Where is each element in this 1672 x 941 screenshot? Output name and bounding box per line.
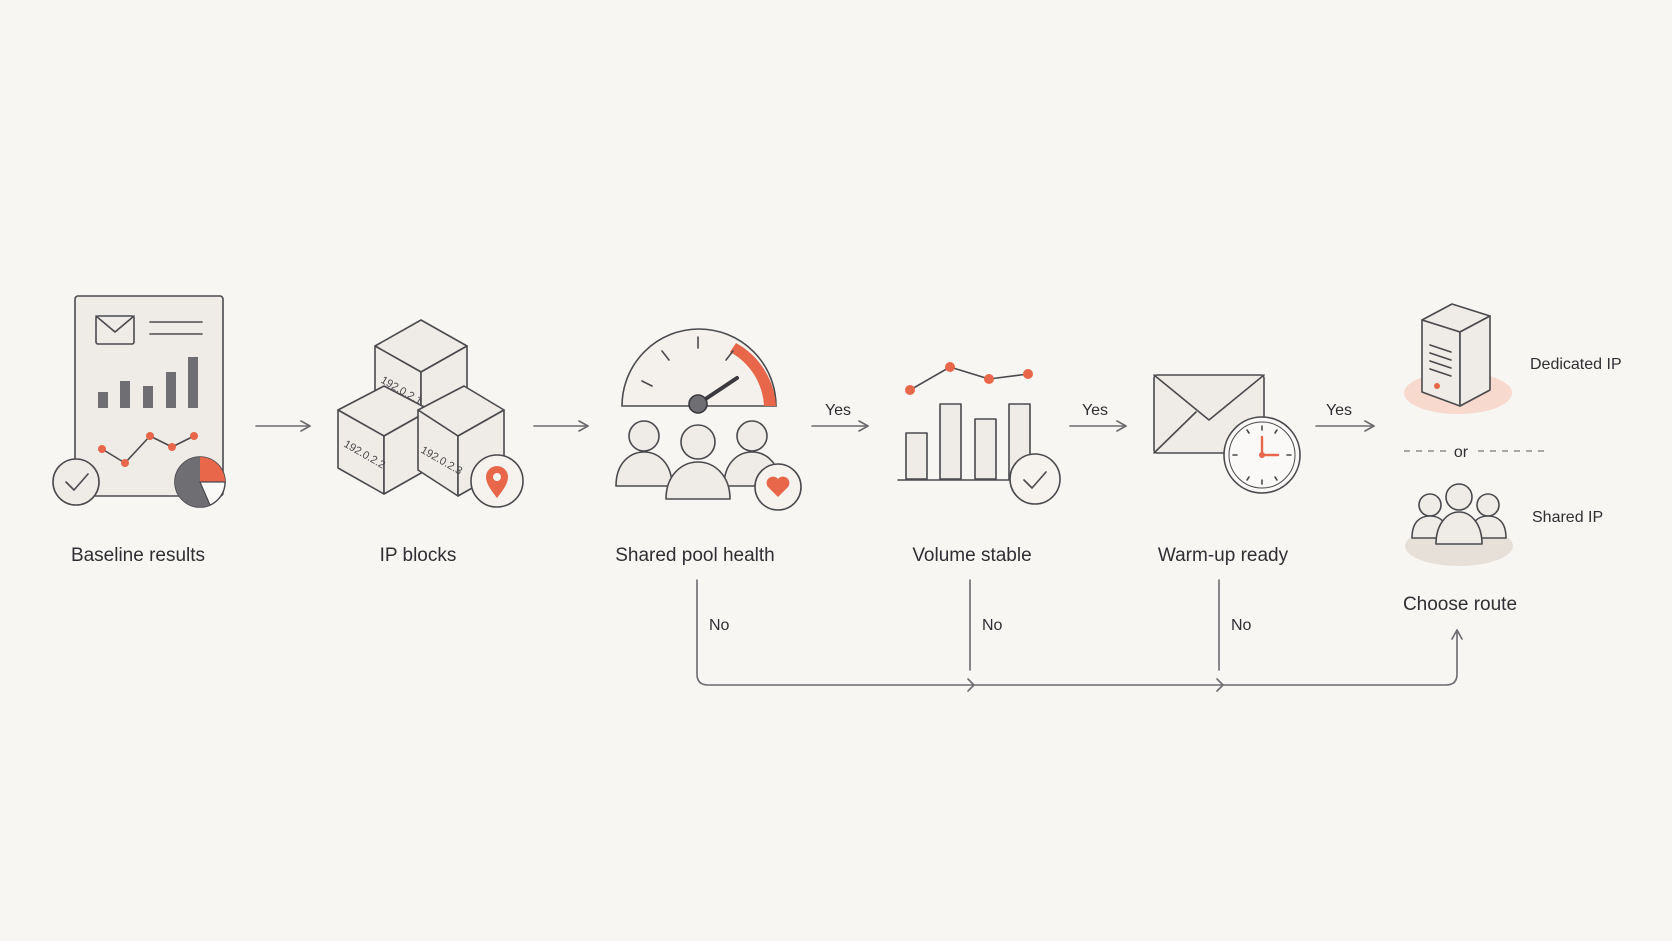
edge-no-label: No <box>982 617 1003 634</box>
server-icon <box>1404 303 1512 414</box>
step-label: Volume stable <box>912 545 1031 566</box>
edge-yes-label: Yes <box>1082 402 1108 419</box>
route-option-shared: Shared IP <box>1532 509 1603 526</box>
or-separator: or <box>1404 444 1546 461</box>
step-label: Baseline results <box>71 545 205 566</box>
route-label: Choose route <box>1403 594 1517 615</box>
step-label: Warm-up ready <box>1158 545 1289 566</box>
edge-no-label: No <box>1231 617 1252 634</box>
edge-yes-label: Yes <box>1326 402 1352 419</box>
step-label: Shared pool health <box>615 545 775 566</box>
edge-yes-label: Yes <box>825 402 851 419</box>
route-option-dedicated: Dedicated IP <box>1530 356 1622 373</box>
report-chart-icon <box>52 295 226 508</box>
step-label: IP blocks <box>380 545 457 566</box>
cubes-icon: 192.0.2.1 192.0.2.2 192.0.2.3 <box>337 319 524 508</box>
bar-chart-check-icon <box>897 362 1061 505</box>
group-icon <box>1405 483 1513 566</box>
or-label: or <box>1454 444 1469 461</box>
no-paths <box>696 579 1463 692</box>
edge-no-label: No <box>709 617 730 634</box>
envelope-clock-icon <box>1153 374 1301 494</box>
gauge-people-icon <box>615 328 802 511</box>
